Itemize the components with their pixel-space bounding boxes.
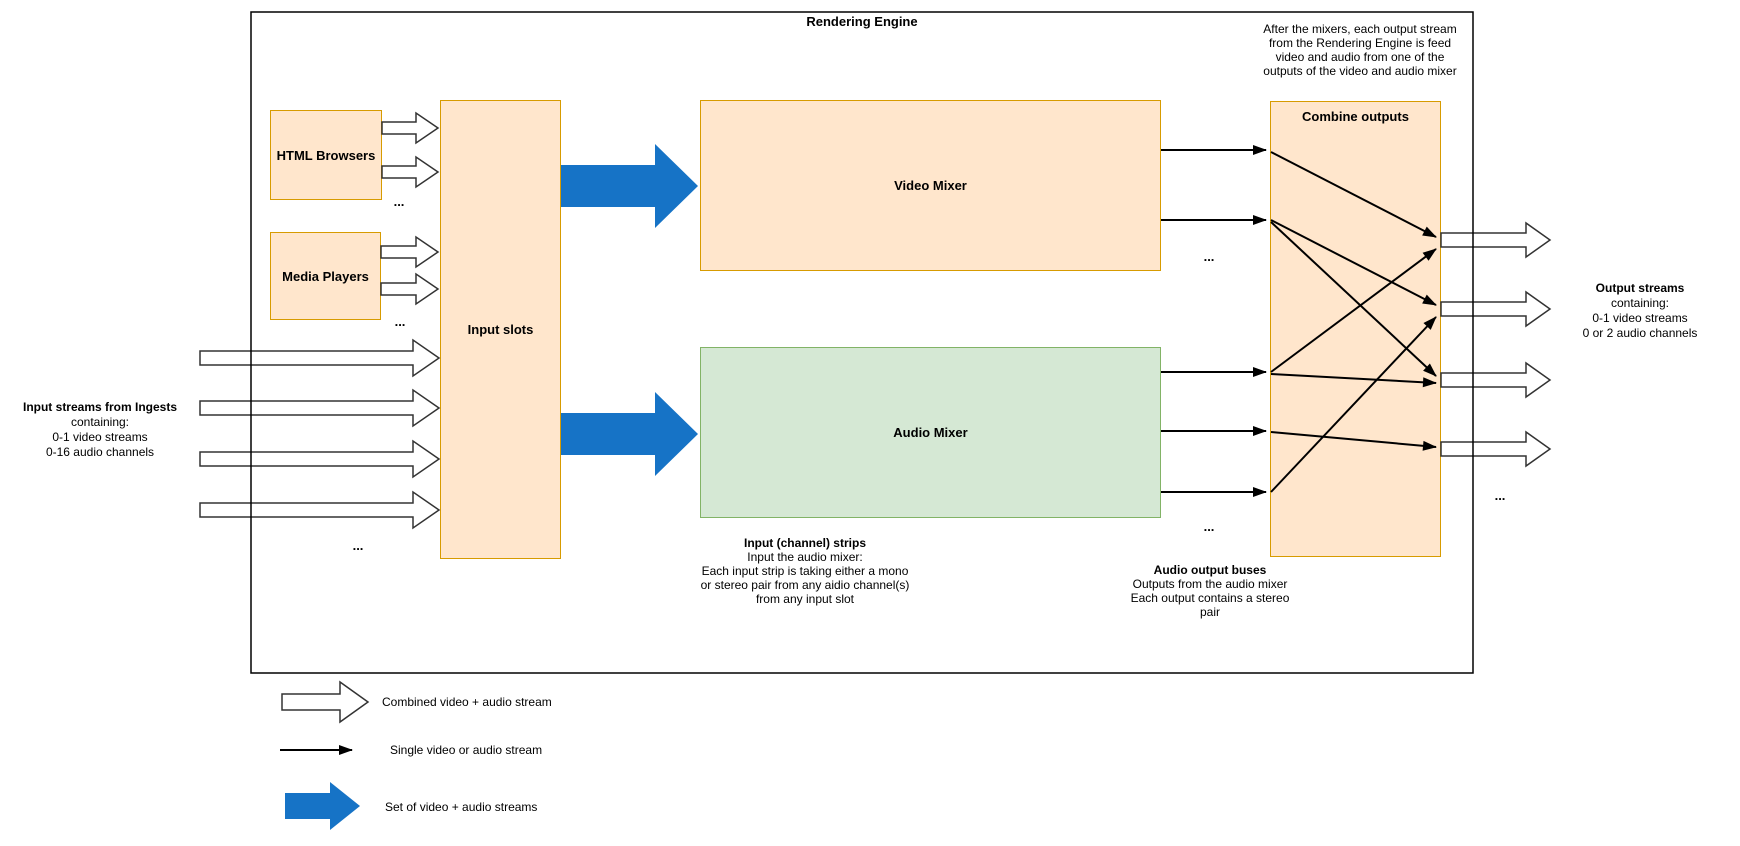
audio-mixer-box: Audio Mixer <box>700 347 1161 518</box>
ingest-arrow-2 <box>199 388 441 428</box>
note-line: Input (channel) strips <box>743 536 866 550</box>
note-line: containing: <box>70 415 130 429</box>
note-line: pair <box>1199 605 1220 619</box>
note-line: containing: <box>1610 296 1670 310</box>
video-mixer-label: Video Mixer <box>894 178 967 193</box>
mixer-output-lines <box>1161 145 1267 497</box>
note-line: 0 or 2 audio channels <box>1582 326 1698 340</box>
legend-single-label: Single video or audio stream <box>390 743 543 757</box>
media-player-arrow-1 <box>380 235 440 269</box>
note-line: Input the audio mixer: <box>747 550 863 564</box>
note-line: or stereo pair from any aidio channel(s) <box>700 578 910 592</box>
note-line: from any input slot <box>755 592 855 606</box>
note-output-streams: Output streams containing: 0-1 video str… <box>1530 281 1740 341</box>
html-browsers-box: HTML Browsers <box>270 110 382 200</box>
combine-outputs-box: Combine outputs <box>1270 101 1441 557</box>
legend-combined-arrow-icon <box>281 680 370 724</box>
input-slots-box: Input slots <box>440 100 561 559</box>
ellipsis-video-outputs: ... <box>1203 249 1215 264</box>
media-player-arrows <box>380 235 440 306</box>
note-line: video and audio from one of the <box>1275 50 1445 64</box>
ellipsis-output-streams: ... <box>1494 488 1506 503</box>
audio-mixer-label: Audio Mixer <box>893 425 968 440</box>
media-players-box: Media Players <box>270 232 381 320</box>
note-line: Outputs from the audio mixer <box>1132 577 1288 591</box>
html-browser-arrow-2 <box>381 155 440 189</box>
output-arrow-1 <box>1440 221 1552 259</box>
input-slots-label: Input slots <box>467 322 534 337</box>
legend-combined-label: Combined video + audio stream <box>382 695 552 709</box>
output-arrow-3 <box>1440 361 1552 399</box>
note-line: Each output contains a stereo <box>1130 591 1290 605</box>
note-line: Each input strip is taking either a mono <box>701 564 909 578</box>
note-line: outputs of the video and audio mixer <box>1263 64 1457 78</box>
note-line: from the Rendering Engine is feed <box>1268 36 1452 50</box>
blue-arrow-to-video-mixer <box>561 144 698 228</box>
media-player-arrow-2 <box>380 272 440 306</box>
video-mixer-box: Video Mixer <box>700 100 1161 271</box>
note-line: 0-1 video streams <box>52 430 148 444</box>
ingest-input-arrows <box>199 338 441 530</box>
ingest-arrow-3 <box>199 439 441 479</box>
html-browser-arrows <box>381 111 440 189</box>
note-after-mixers: After the mixers, each output stream fro… <box>1215 22 1505 78</box>
note-audio-buses: Audio output buses Outputs from the audi… <box>1090 563 1330 619</box>
note-line: 0-16 audio channels <box>45 445 155 459</box>
combine-outputs-label: Combine outputs <box>1302 109 1409 124</box>
legend-set-arrow-icon <box>285 782 360 830</box>
note-channel-strips: Input (channel) strips Input the audio m… <box>640 536 970 606</box>
legend-set-label: Set of video + audio streams <box>385 800 538 814</box>
output-stream-arrows <box>1440 221 1552 468</box>
media-players-label: Media Players <box>282 268 369 284</box>
note-line: Input streams from Ingests <box>22 400 178 414</box>
note-line: Audio output buses <box>1153 563 1267 577</box>
note-line: 0-1 video streams <box>1592 311 1688 325</box>
ingest-arrow-4 <box>199 490 441 530</box>
ellipsis-html-browsers: ... <box>393 194 405 209</box>
html-browser-arrow-1 <box>381 111 440 145</box>
html-browsers-label: HTML Browsers <box>276 147 376 163</box>
diagram-title: Rendering Engine <box>806 14 918 29</box>
note-line: After the mixers, each output stream <box>1263 22 1457 36</box>
ingest-arrow-1 <box>199 338 441 378</box>
ellipsis-ingest-arrows: ... <box>352 538 364 553</box>
blue-arrow-to-audio-mixer <box>561 392 698 476</box>
note-line: Output streams <box>1595 281 1685 295</box>
output-arrow-4 <box>1440 430 1552 468</box>
ellipsis-media-players: ... <box>394 314 406 329</box>
note-input-streams: Input streams from Ingests containing: 0… <box>0 400 200 460</box>
ellipsis-audio-outputs: ... <box>1203 519 1215 534</box>
